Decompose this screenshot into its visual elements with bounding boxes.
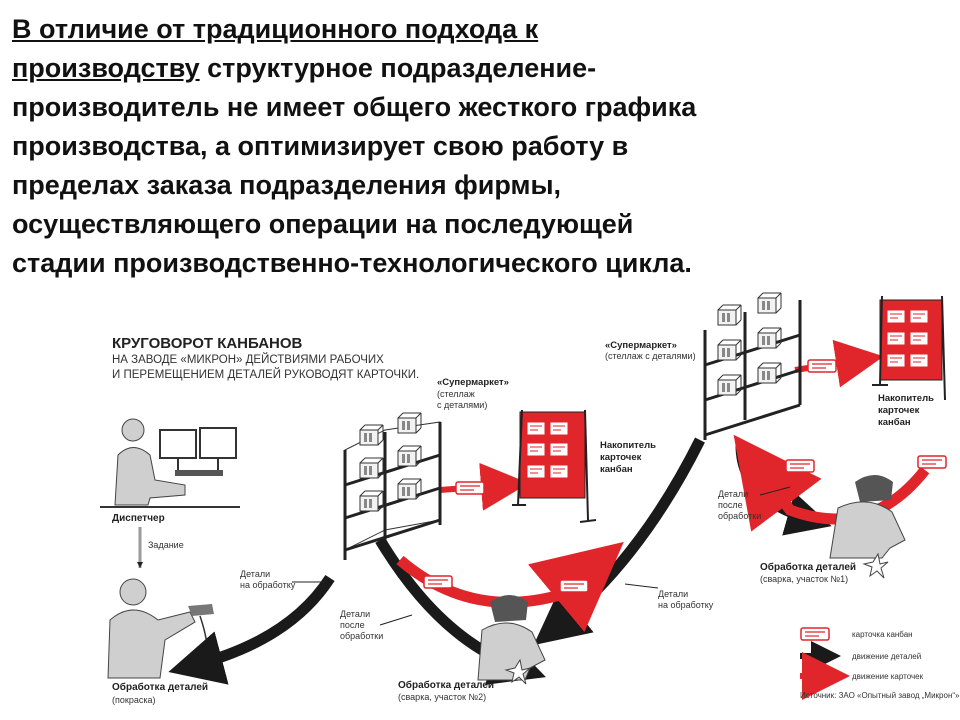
supermarket1-desc-1: (стеллаж bbox=[437, 389, 475, 399]
details-to-processing-2b: на обработку bbox=[658, 600, 714, 610]
diagram-title: КРУГОВОРОТ КАНБАНОВ bbox=[112, 335, 303, 352]
details-after-processing-1a: Детали bbox=[718, 489, 748, 499]
painter-figure-icon bbox=[107, 578, 214, 679]
details-after-processing-2a: Детали bbox=[340, 609, 370, 619]
legend: карточка канбан движение деталей движени… bbox=[800, 627, 924, 700]
kanban-card-icon bbox=[423, 575, 453, 589]
welding2-label: Обработка деталей bbox=[398, 679, 494, 691]
kanban-card-icon bbox=[807, 359, 837, 373]
details-to-processing-1b: на обработку bbox=[240, 580, 296, 590]
welder-2-figure-icon bbox=[477, 595, 546, 685]
legend-card-icon bbox=[800, 627, 830, 641]
kanban-store-2-label-2: карточек bbox=[878, 405, 920, 416]
task-label: Задание bbox=[148, 540, 184, 550]
kanban-store-2-label-3: канбан bbox=[878, 417, 911, 428]
kanban-store-2-label-1: Накопитель bbox=[878, 393, 934, 404]
kanban-card-icon bbox=[559, 579, 589, 593]
kanban-card-icon bbox=[785, 459, 815, 473]
diagram-subtitle-line1: НА ЗАВОДЕ «МИКРОН» ДЕЙСТВИЯМИ РАБОЧИХ bbox=[112, 353, 384, 366]
kanban-store-1-icon bbox=[512, 409, 597, 523]
legend-cards-label: движение карточек bbox=[852, 672, 924, 681]
slide-paragraph: В отличие от традиционного подхода к про… bbox=[12, 10, 732, 283]
supermarket-shelf-2-icon bbox=[703, 292, 802, 440]
welding2-desc: (сварка, участок №2) bbox=[398, 692, 486, 702]
source-note: Источник: ЗАО «Опытный завод „Микрон“» bbox=[800, 691, 960, 700]
diagram-subtitle-line2: И ПЕРЕМЕЩЕНИЕМ ДЕТАЛЕЙ РУКОВОДЯТ КАРТОЧК… bbox=[112, 368, 419, 381]
supermarket1-desc-2: с деталями) bbox=[437, 400, 487, 410]
details-to-processing-2a: Детали bbox=[658, 589, 688, 599]
painting-label: Обработка деталей bbox=[112, 681, 208, 693]
details-after-processing-1b: после bbox=[718, 500, 743, 510]
kanban-store-2-icon bbox=[872, 295, 946, 401]
supermarket1-name: «Супермаркет» bbox=[437, 377, 509, 388]
dispatcher-label: Диспетчер bbox=[112, 513, 165, 524]
legend-parts-label: движение деталей bbox=[852, 652, 921, 661]
legend-card-label: карточка канбан bbox=[852, 630, 913, 639]
details-after-processing-1c: обработки bbox=[718, 511, 761, 521]
kanban-card-icon bbox=[455, 481, 485, 495]
details-to-processing-1a: Детали bbox=[240, 569, 270, 579]
supermarket2-desc: (стеллаж с деталями) bbox=[605, 351, 696, 361]
kanban-store-1-label-1: Накопитель bbox=[600, 440, 656, 451]
slide-heading-rest: структурное подразделение-производитель … bbox=[12, 53, 697, 278]
kanban-card-icon bbox=[917, 455, 947, 469]
slide-heading-underlined: В отличие от традиционного подхода к про… bbox=[12, 14, 539, 83]
welder-1-figure-icon bbox=[829, 475, 906, 579]
kanban-store-1-label-3: канбан bbox=[600, 464, 633, 475]
supermarket-shelf-1-icon bbox=[343, 412, 442, 560]
details-after-processing-2b: после bbox=[340, 620, 365, 630]
welding1-label: Обработка деталей bbox=[760, 561, 856, 573]
painting-desc: (покраска) bbox=[112, 695, 155, 705]
cards-arrow-lower bbox=[396, 541, 624, 632]
kanban-store-1-label-2: карточек bbox=[600, 452, 642, 463]
parts-arrow-to-painting bbox=[168, 574, 335, 685]
supermarket2-name: «Супермаркет» bbox=[605, 340, 677, 351]
welding1-desc: (сварка, участок №1) bbox=[760, 574, 848, 584]
details-after-processing-2c: обработки bbox=[340, 631, 383, 641]
dispatcher-figure-icon bbox=[100, 418, 240, 508]
